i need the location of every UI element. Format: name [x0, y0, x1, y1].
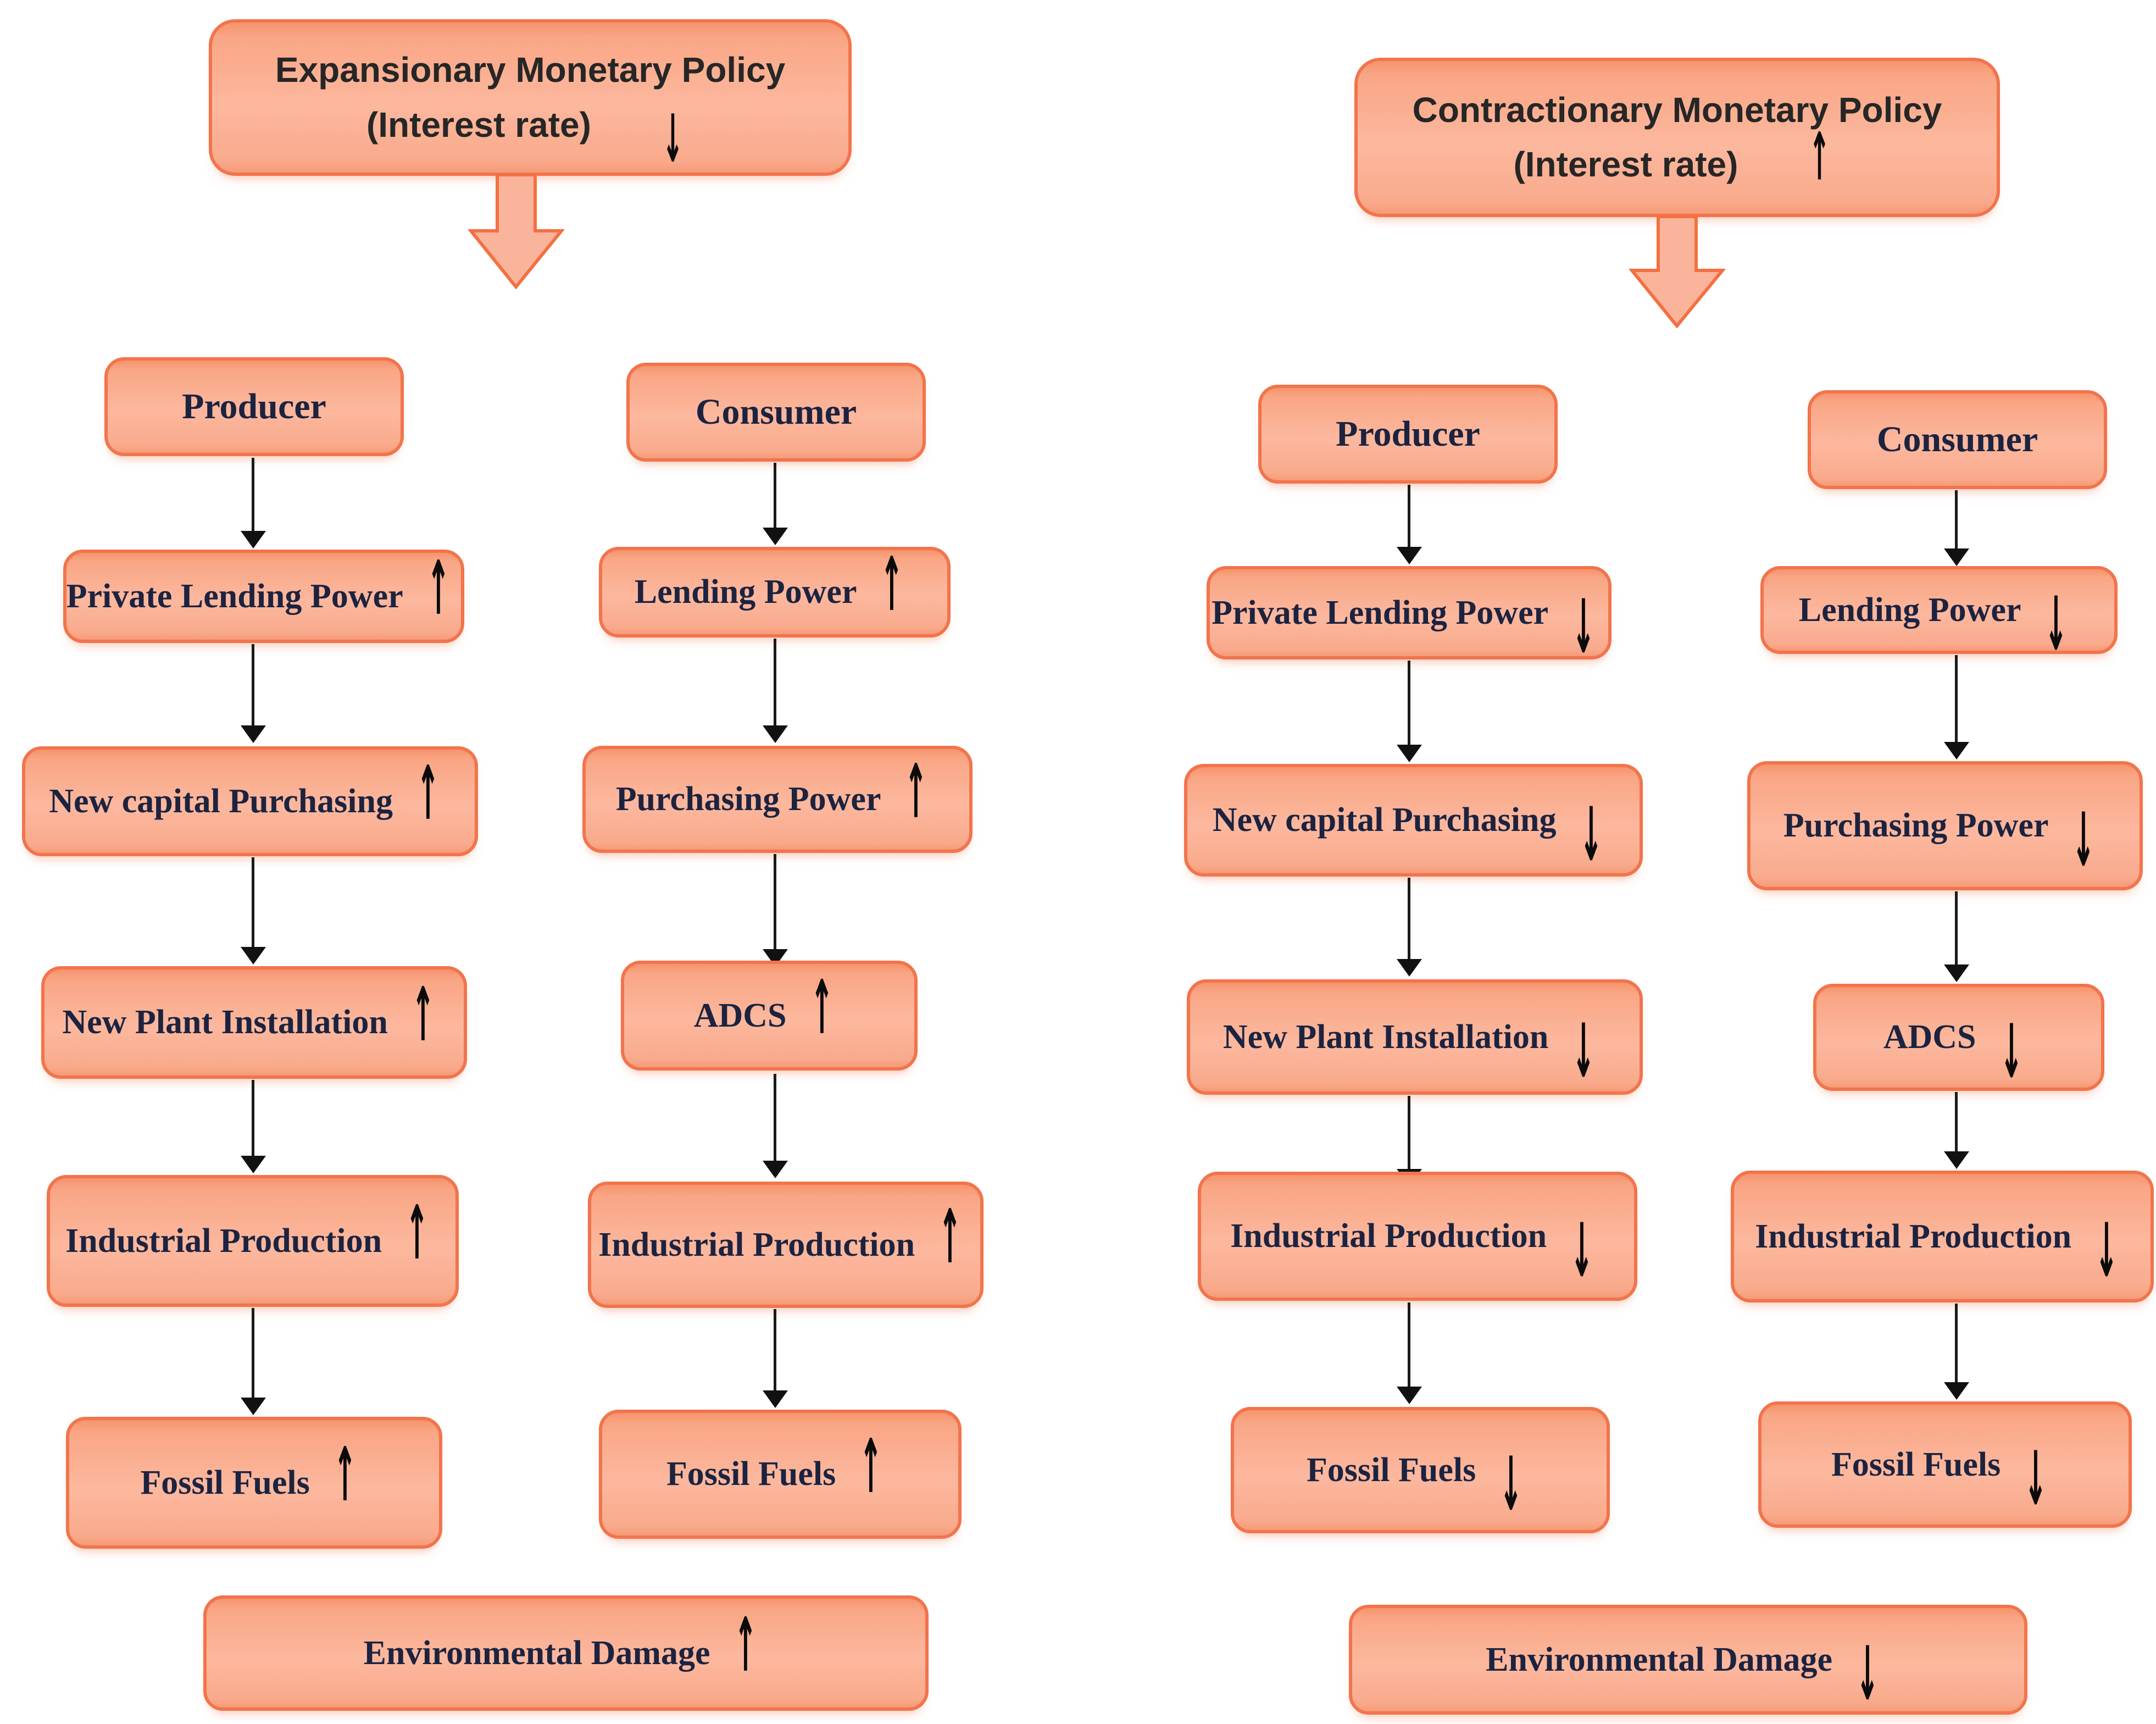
step-label: Fossil Fuels [1831, 1445, 2001, 1483]
left-step-private-lending-power: Private Lending Power ↑ [63, 550, 464, 643]
left-consumer-header-label: Consumer [695, 391, 857, 432]
step-label: ADCS [693, 996, 787, 1034]
left-step-industrial-production-consumer: Industrial Production ↑ [588, 1182, 983, 1308]
flow-arrow [252, 857, 254, 948]
step-label: Purchasing Power [615, 780, 881, 818]
contractionary-subtitle: (Interest rate) [1513, 145, 1738, 184]
flow-arrow [1955, 490, 1958, 550]
left-environmental-damage-box: Environmental Damage ↑ [203, 1595, 929, 1711]
right-step-purchasing-power: Purchasing Power ↓ [1747, 761, 2143, 890]
step-label: Industrial Production [65, 1222, 382, 1260]
step-label: New Plant Installation [1223, 1018, 1549, 1056]
step-label: New capital Purchasing [1212, 801, 1557, 839]
flow-arrow [252, 1080, 254, 1157]
right-step-lending-power: Lending Power ↓ [1760, 566, 2118, 654]
step-label: Lending Power [1798, 591, 2021, 629]
step-label: Fossil Fuels [666, 1455, 836, 1493]
step-label: ADCS [1883, 1018, 1976, 1056]
right-producer-header-box: Producer [1258, 385, 1558, 484]
block-down-arrow-icon [1629, 215, 1725, 328]
flow-arrow [252, 1308, 254, 1399]
flow-arrow [1408, 1096, 1410, 1170]
flow-arrow [1955, 655, 1958, 743]
step-label: New Plant Installation [62, 1004, 388, 1041]
flow-arrow [1408, 1302, 1410, 1388]
flow-arrow [252, 458, 254, 532]
flow-arrow [774, 463, 776, 529]
step-label: Industrial Production [1230, 1217, 1547, 1255]
left-step-new-capital-purchasing: New capital Purchasing ↑ [22, 746, 478, 856]
left-producer-header-box: Producer [104, 357, 404, 456]
left-step-fossil-fuels-producer: Fossil Fuels ↑ [66, 1417, 442, 1549]
left-step-purchasing-power: Purchasing Power ↑ [582, 746, 973, 853]
flow-arrow [1955, 1092, 1958, 1152]
step-label: Purchasing Power [1783, 807, 2049, 845]
step-label: Private Lending Power [1212, 594, 1549, 631]
right-step-fossil-fuels-producer: Fossil Fuels ↓ [1231, 1407, 1610, 1533]
step-label: Lending Power [634, 573, 857, 611]
step-label: Private Lending Power [66, 577, 403, 615]
right-step-industrial-production-consumer: Industrial Production ↓ [1731, 1171, 2154, 1302]
flow-arrow [774, 1309, 776, 1392]
right-consumer-header-label: Consumer [1876, 419, 2038, 459]
step-label: Industrial Production [1755, 1217, 2072, 1255]
flow-arrow [774, 1074, 776, 1162]
flow-arrow [1955, 891, 1958, 966]
left-step-fossil-fuels-consumer: Fossil Fuels ↑ [599, 1410, 962, 1539]
left-producer-header-label: Producer [182, 386, 326, 426]
contractionary-title-box: Contractionary Monetary Policy (Interest… [1354, 58, 2000, 217]
environmental-damage-label: Environmental Damage [1486, 1640, 1833, 1678]
expansionary-subtitle: (Interest rate) [366, 104, 591, 145]
right-step-fossil-fuels-consumer: Fossil Fuels ↓ [1758, 1401, 2132, 1528]
flow-arrow [1408, 878, 1410, 960]
flow-arrow [1955, 1304, 1958, 1383]
left-step-new-plant-installation: New Plant Installation ↑ [41, 966, 467, 1079]
flow-arrow [1408, 485, 1410, 548]
step-label: Fossil Fuels [1306, 1451, 1476, 1489]
right-step-industrial-production-producer: Industrial Production ↓ [1198, 1172, 1637, 1301]
expansionary-title-box: Expansionary Monetary Policy (Interest r… [209, 19, 852, 176]
contractionary-title: Contractionary Monetary Policy [1412, 90, 1942, 130]
flow-arrow [252, 644, 254, 727]
left-step-industrial-production-producer: Industrial Production ↑ [47, 1175, 459, 1307]
right-consumer-header-box: Consumer [1808, 390, 2107, 489]
right-environmental-damage-box: Environmental Damage ↓ [1349, 1605, 2027, 1715]
block-down-arrow-icon [468, 174, 564, 289]
step-label: New capital Purchasing [49, 782, 393, 820]
right-step-new-capital-purchasing: New capital Purchasing ↓ [1184, 764, 1643, 877]
step-label: Industrial Production [598, 1226, 915, 1263]
flow-arrow [774, 639, 776, 727]
left-step-lending-power: Lending Power ↑ [599, 547, 951, 638]
flow-arrow [1408, 661, 1410, 746]
left-consumer-header-box: Consumer [626, 363, 926, 462]
left-step-adcs: ADCS ↑ [621, 961, 918, 1071]
environmental-damage-label: Environmental Damage [363, 1634, 710, 1672]
expansionary-title: Expansionary Monetary Policy [275, 50, 786, 90]
right-step-adcs: ADCS ↓ [1813, 984, 2104, 1091]
step-label: Fossil Fuels [140, 1464, 310, 1501]
flow-arrow [774, 854, 776, 950]
right-producer-header-label: Producer [1336, 413, 1480, 454]
right-step-private-lending-power: Private Lending Power ↓ [1207, 566, 1612, 659]
right-step-new-plant-installation: New Plant Installation ↓ [1187, 979, 1643, 1095]
